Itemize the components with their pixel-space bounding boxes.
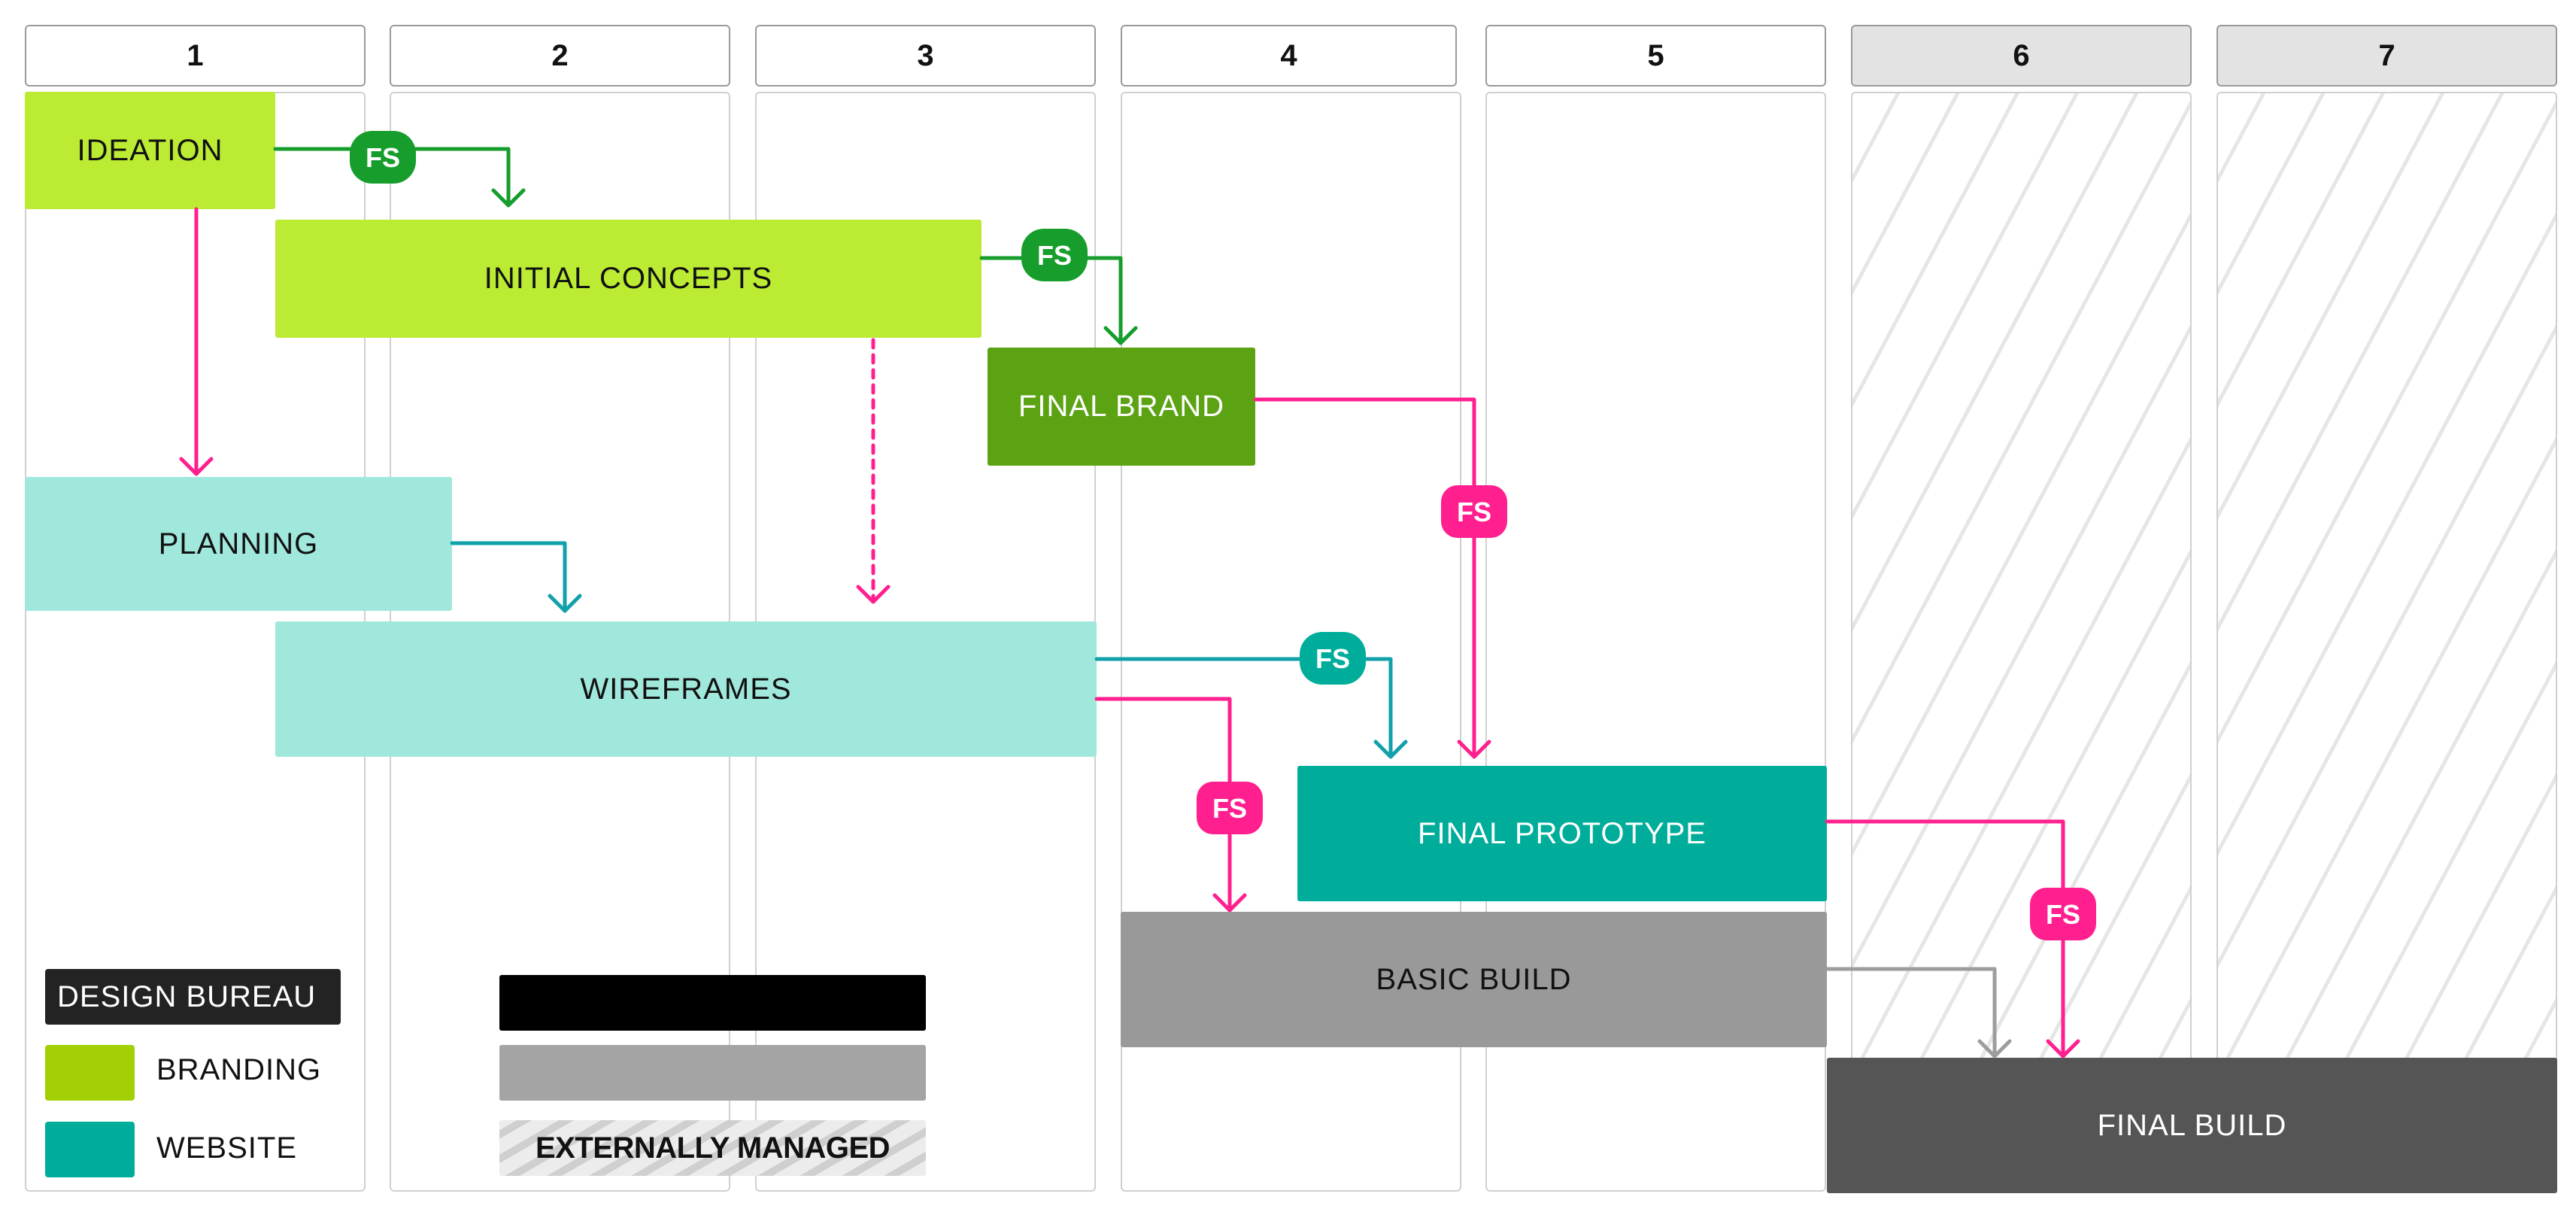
task-final-prototype[interactable]: FINAL PROTOTYPE — [1297, 766, 1827, 901]
legend-gray-bar — [499, 1045, 926, 1101]
column-lane-6 — [1851, 92, 2192, 1192]
fs-badge-prototype-final-build: FS — [2030, 888, 2096, 940]
column-header-3: 3 — [755, 25, 1096, 87]
task-planning[interactable]: PLANNING — [25, 477, 452, 611]
link-wireframes-to-prototype-arrowhead — [1373, 740, 1408, 759]
fs-badge-wireframes-prototype: FS — [1300, 632, 1366, 685]
legend-website-swatch — [45, 1122, 135, 1177]
link-basic-build-to-final-build-arrowhead — [1977, 1039, 2012, 1059]
link-ideation-to-planning-arrowhead — [179, 457, 214, 476]
link-concepts-to-wireframes-arrowhead — [856, 585, 891, 604]
column-header-5: 5 — [1485, 25, 1826, 87]
legend-externally-managed: EXTERNALLY MANAGED — [499, 1120, 926, 1176]
link-concepts-to-brand-arrowhead — [1103, 326, 1138, 345]
task-ideation[interactable]: IDEATION — [25, 92, 275, 209]
link-wireframes-to-basic-build — [1094, 697, 1232, 913]
column-lane-7 — [2216, 92, 2557, 1192]
link-planning-to-wireframes-arrowhead — [548, 594, 582, 613]
svg-text:FS: FS — [2046, 899, 2080, 930]
column-header-7: 7 — [2216, 25, 2557, 87]
link-wireframes-to-prototype — [1094, 657, 1393, 759]
link-prototype-to-final-build — [1825, 819, 2065, 1059]
task-initial-concepts[interactable]: INITIAL CONCEPTS — [275, 220, 982, 338]
svg-text:FS: FS — [1457, 497, 1491, 527]
svg-text:FS: FS — [1315, 643, 1350, 674]
link-brand-to-prototype — [1253, 397, 1476, 759]
task-final-build[interactable]: FINAL BUILD — [1827, 1058, 2557, 1193]
legend-design-bureau: DESIGN BUREAU — [45, 969, 341, 1025]
column-header-6: 6 — [1851, 25, 2192, 87]
task-basic-build[interactable]: BASIC BUILD — [1121, 912, 1827, 1047]
fs-badge-concepts-brand: FS — [1021, 229, 1088, 281]
link-basic-build-to-final-build — [1825, 967, 1997, 1059]
column-header-4: 4 — [1121, 25, 1457, 87]
svg-text:FS: FS — [1212, 793, 1247, 824]
svg-text:FS: FS — [1037, 240, 1072, 271]
legend-website-label: WEBSITE — [156, 1131, 298, 1165]
task-final-brand[interactable]: FINAL BRAND — [988, 348, 1255, 466]
fs-badge-brand-prototype: FS — [1441, 485, 1507, 538]
column-header-2: 2 — [390, 25, 730, 87]
svg-text:FS: FS — [366, 142, 400, 173]
link-ideation-to-concepts-arrowhead — [491, 188, 526, 208]
task-wireframes[interactable]: WIREFRAMES — [275, 621, 1097, 757]
link-prototype-to-final-build-arrowhead — [2046, 1039, 2080, 1059]
link-wireframes-to-basic-build-arrowhead — [1212, 893, 1247, 913]
column-header-1: 1 — [25, 25, 366, 87]
legend-black-bar — [499, 975, 926, 1031]
fs-badge-wireframes-basic-build: FS — [1197, 782, 1263, 834]
fs-badge-ideation-concepts: FS — [350, 131, 416, 184]
link-planning-to-wireframes — [450, 541, 567, 613]
legend-branding-swatch — [45, 1045, 135, 1101]
legend-branding-label: BRANDING — [156, 1053, 322, 1086]
link-brand-to-prototype-arrowhead — [1457, 740, 1491, 759]
